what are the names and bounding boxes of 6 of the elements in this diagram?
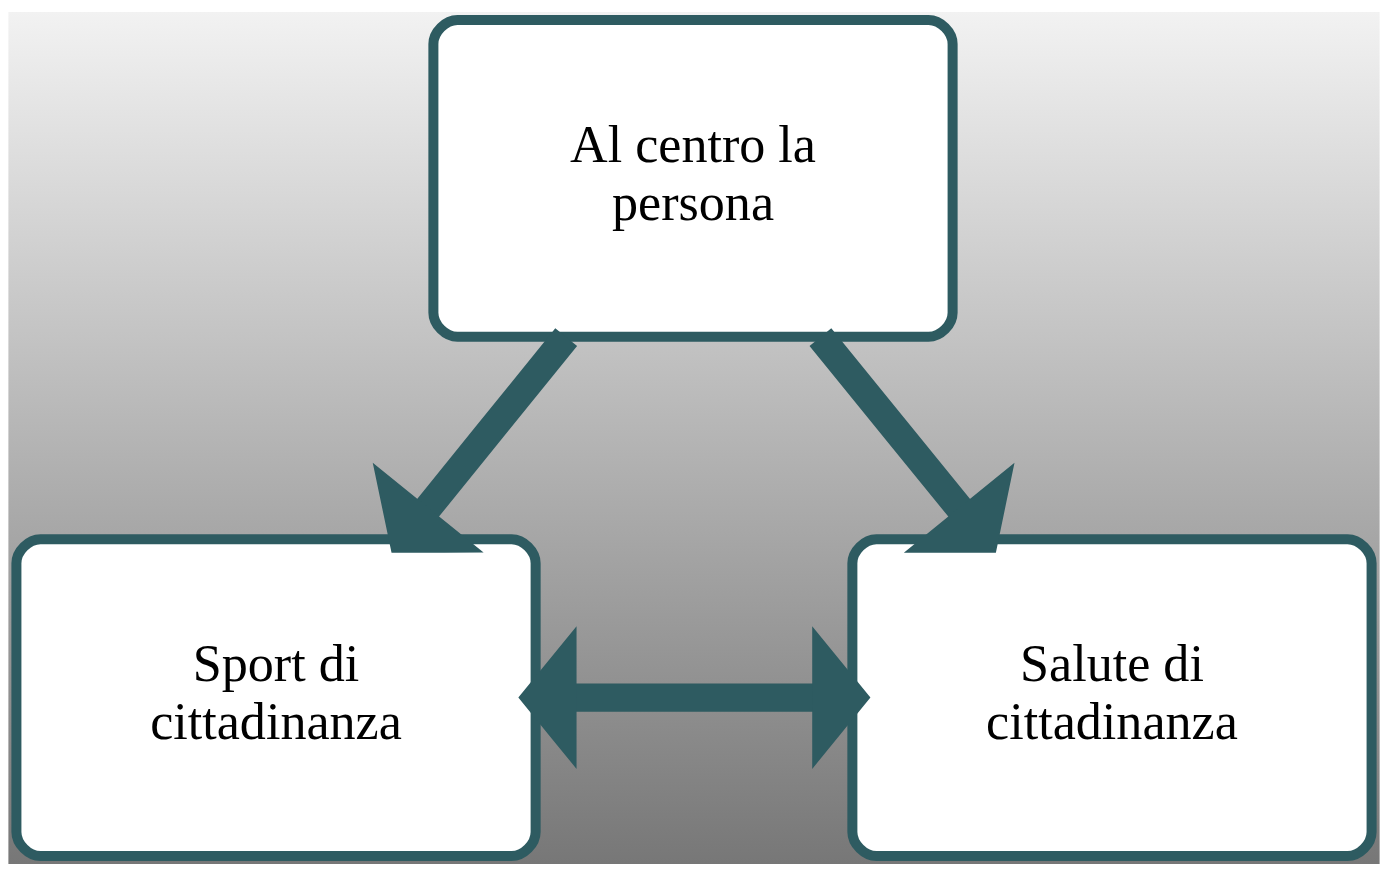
node-box: Al centro la persona <box>428 15 958 342</box>
node-box: Sport di cittadinanza <box>11 534 541 861</box>
arrow <box>372 328 578 553</box>
arrow <box>518 626 871 769</box>
node-box: Salute di cittadinanza <box>847 534 1377 861</box>
arrow <box>809 328 1015 553</box>
